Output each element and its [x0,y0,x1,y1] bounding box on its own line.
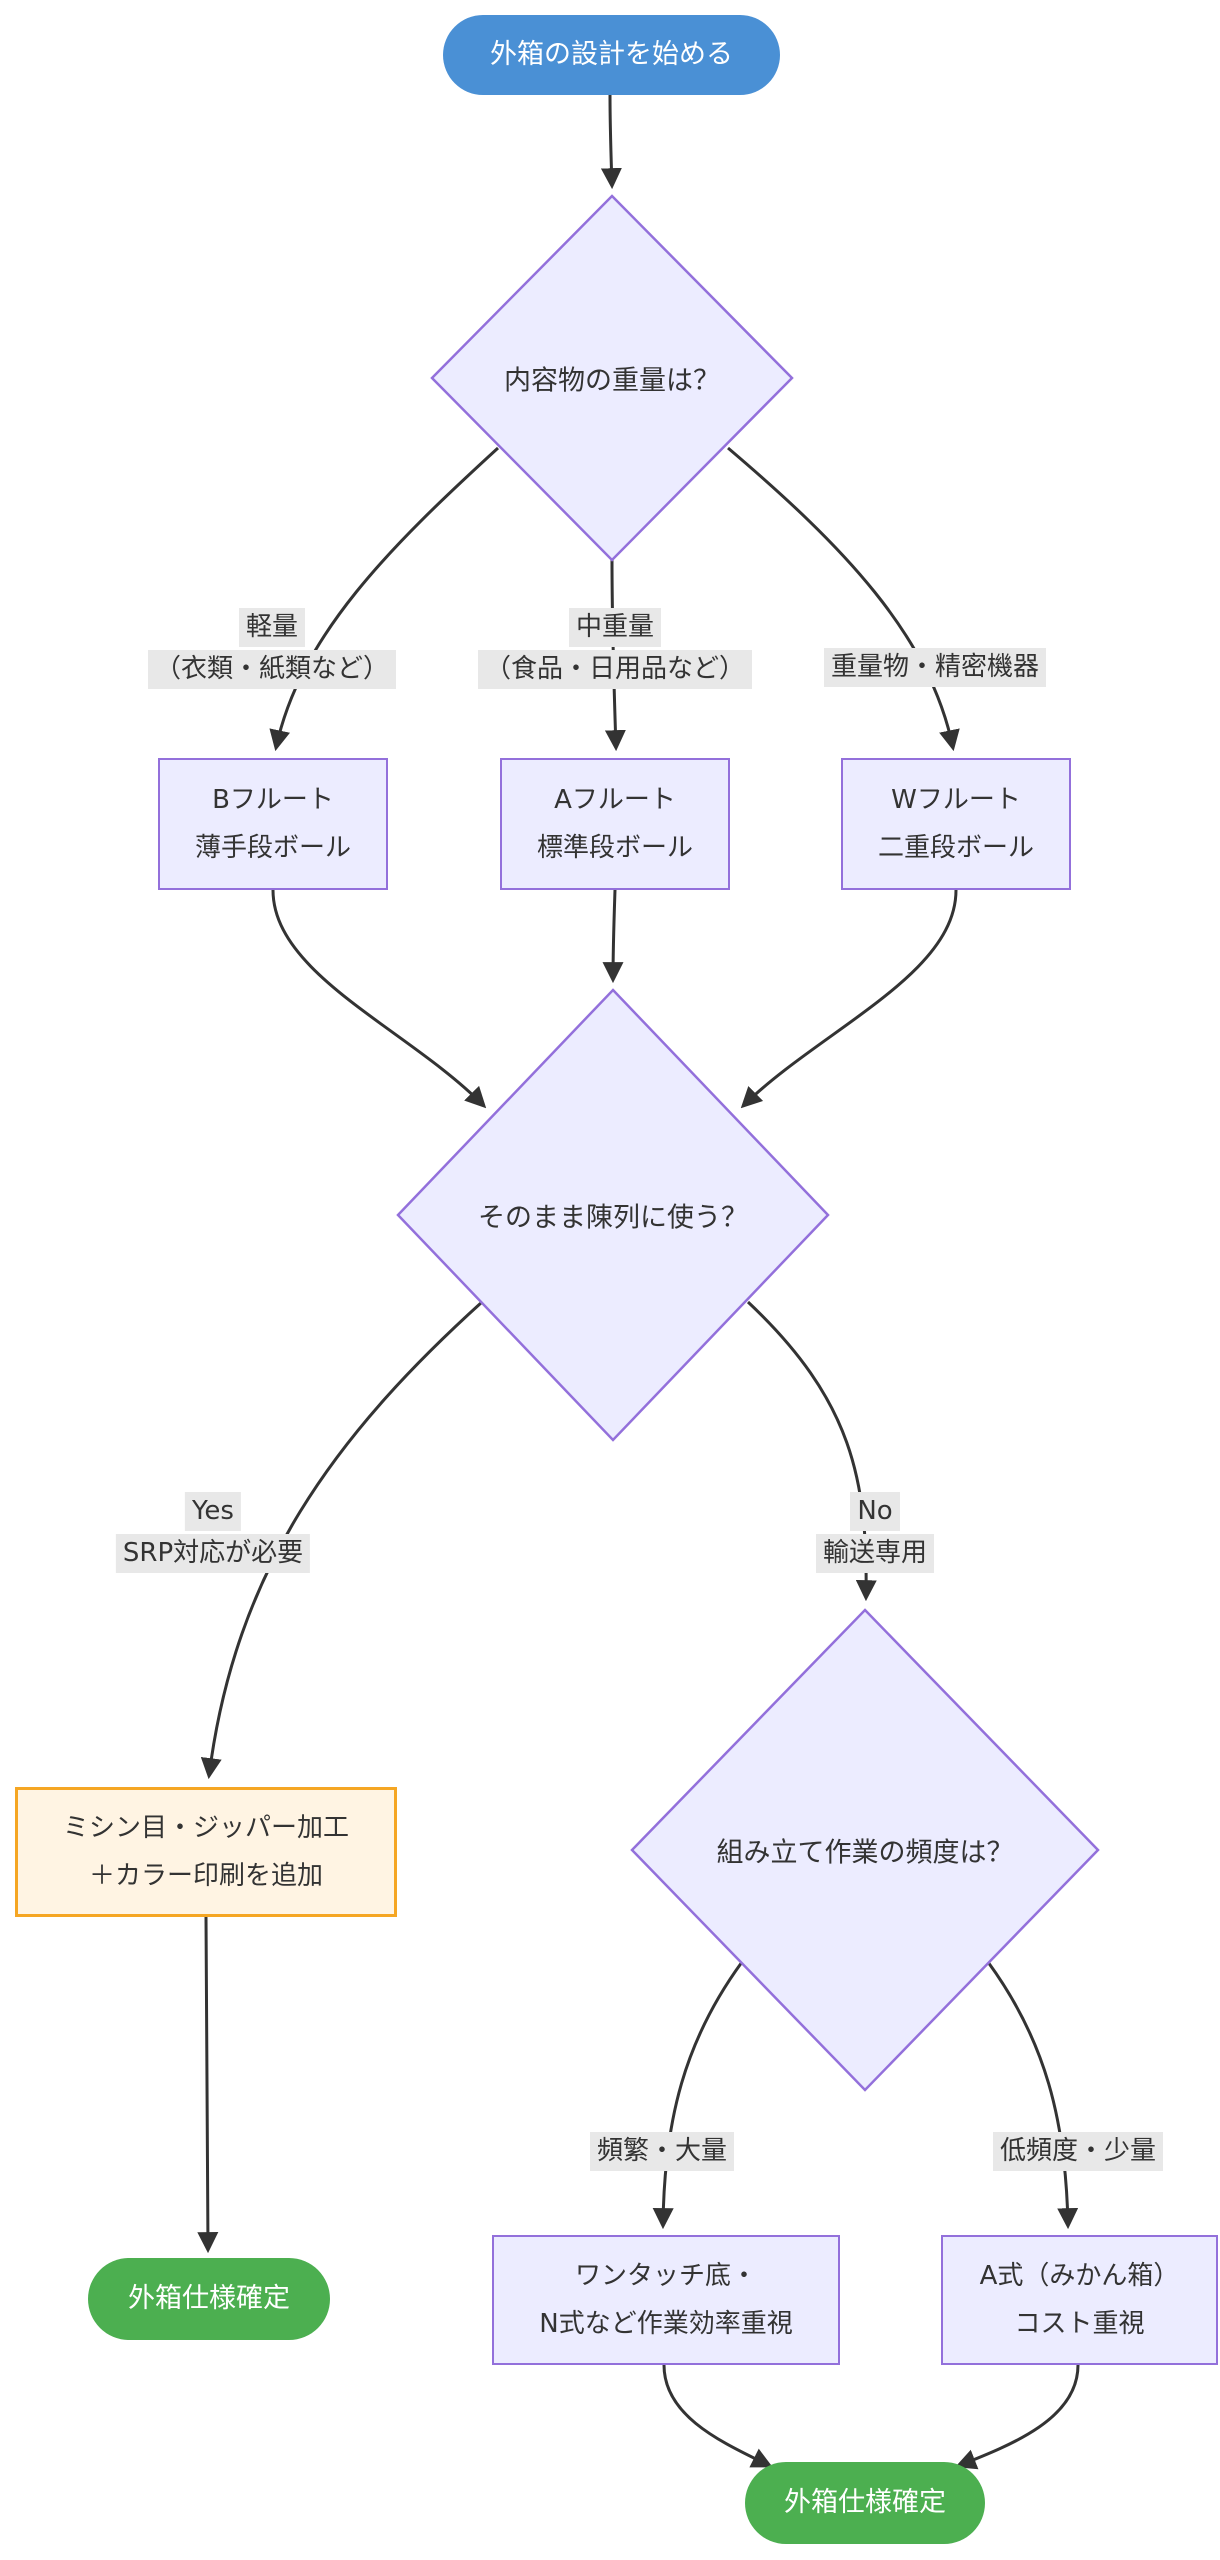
end-node-right-label: 外箱仕様確定 [784,2487,946,2519]
edge-label-no: No 輸送専用 [815,1492,935,1574]
edge-label-light-line1: 軽量 [238,608,306,648]
node-a-flute-line1: Aフルート [554,784,676,815]
edge-label-infrequent-line1: 低頻度・少量 [992,2132,1164,2172]
end-node-right: 外箱仕様確定 [745,2462,985,2544]
end-node-left: 外箱仕様確定 [88,2258,330,2340]
edge-label-yes-line2: SRP対応が必要 [115,1534,311,1574]
edge-label-frequent-line1: 頻繁・大量 [589,2132,735,2172]
edge-label-no-line2: 輸送専用 [815,1534,935,1574]
node-b-flute-line1: Bフルート [212,784,334,815]
node-efficiency-line1: ワンタッチ底・ [574,2260,757,2291]
node-a-flute-line2: 標準段ボール [536,833,693,863]
decision-display-shape [396,988,830,1442]
node-a-type: A式（みかん箱） コスト重視 [941,2235,1218,2365]
node-efficiency-line2: N式など作業効率重視 [539,2309,793,2339]
edge-label-medium: 中重量 （食品・日用品など） [477,608,753,690]
node-w-flute-line2: 二重段ボール [877,833,1034,863]
decision-display-label: そのまま陳列に使う？ [478,1202,748,1234]
node-a-type-line1: A式（みかん箱） [979,2260,1180,2291]
node-w-flute: Wフルート 二重段ボール [841,758,1071,890]
edge-label-heavy-line1: 重量物・精密機器 [823,648,1047,688]
edge-weight-to-bflute [269,446,500,752]
edge-label-medium-line1: 中重量 [568,608,662,648]
edge-frequency-to-efficiency [652,1961,744,2230]
edge-label-frequent: 頻繁・大量 [589,2132,735,2172]
edge-label-infrequent: 低頻度・少量 [992,2132,1164,2172]
decision-frequency-label: 組み立て作業の頻度は？ [716,1837,1014,1869]
decision-frequency-shape [630,1608,1100,2092]
end-node-left-label: 外箱仕様確定 [128,2283,290,2315]
edge-wflute-to-display [740,889,958,1109]
edge-weight-to-wflute [727,446,960,752]
node-a-flute: Aフルート 標準段ボール [500,758,730,890]
decision-shapes [396,194,1100,2092]
edges [197,94,1080,2470]
edge-aflute-to-display [602,889,624,984]
edge-label-yes: Yes SRP対応が必要 [115,1492,311,1574]
edge-label-light: 軽量 （衣類・紙類など） [147,608,397,690]
node-b-flute-line2: 薄手段ボール [194,833,351,863]
start-node-label: 外箱の設計を始める [490,39,733,71]
start-node: 外箱の設計を始める [443,15,780,95]
edge-start-to-weight [600,94,622,190]
edge-frequency-to-atype [986,1961,1079,2230]
edge-bflute-to-display [271,889,487,1109]
process-srp: ミシン目・ジッパー加工 ＋カラー印刷を追加 [15,1787,397,1917]
edge-label-no-line1: No [850,1492,900,1532]
node-w-flute-line1: Wフルート [891,784,1021,815]
edge-label-light-line2: （衣類・紙類など） [147,650,397,690]
process-srp-line2: ＋カラー印刷を追加 [88,1861,323,1891]
node-b-flute: Bフルート 薄手段ボール [158,758,388,890]
edge-srp-to-end-left [197,1916,219,2254]
edge-label-medium-line2: （食品・日用品など） [477,650,753,690]
node-efficiency: ワンタッチ底・ N式など作業効率重視 [492,2235,840,2365]
edge-efficiency-to-end-right [662,2364,773,2468]
edge-label-heavy: 重量物・精密機器 [823,648,1047,688]
edge-display-yes-to-srp [200,1300,484,1780]
decision-weight-shape [430,194,794,562]
edge-label-yes-line1: Yes [185,1492,241,1532]
node-a-type-line2: コスト重視 [1014,2309,1145,2339]
edge-atype-to-end-right [955,2364,1080,2470]
process-srp-line1: ミシン目・ジッパー加工 [62,1812,349,1843]
decision-weight-label: 内容物の重量は？ [504,365,720,397]
